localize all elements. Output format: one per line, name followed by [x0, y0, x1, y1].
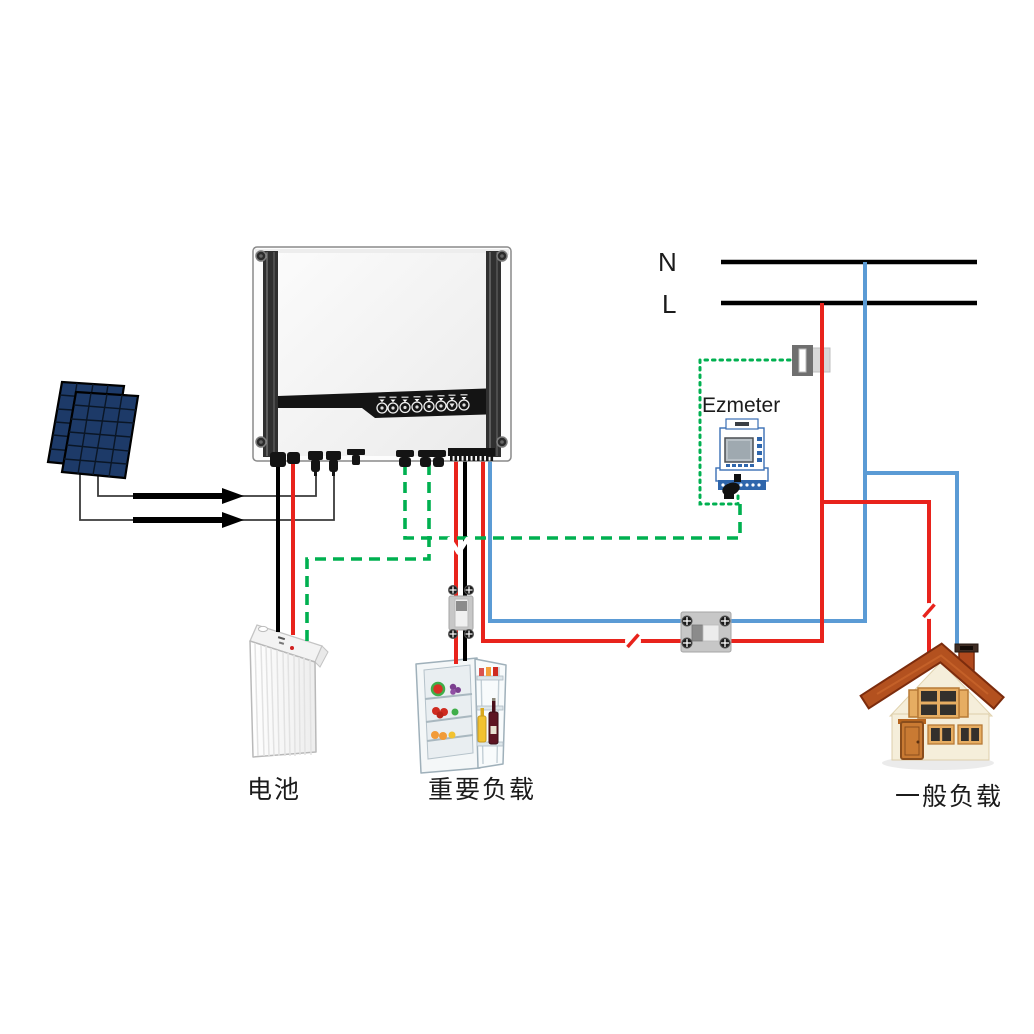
- status-led-row: [376, 394, 470, 414]
- left-mount-rail: [263, 251, 278, 457]
- mc4-connector: [308, 451, 323, 476]
- hybrid-inverter-icon: [252, 246, 512, 476]
- house-l-branch: [822, 500, 931, 658]
- battery-terminal: [287, 452, 300, 464]
- ac-terminal-strip: [448, 448, 495, 461]
- down-arrow-mark: [447, 536, 470, 555]
- status-led: [399, 396, 411, 414]
- grid-l-wire: [481, 303, 931, 658]
- ct-clamp-icon: [792, 345, 831, 376]
- battery-icon: [249, 624, 329, 758]
- solar-panels-icon: [46, 380, 140, 480]
- fridge-food: [430, 681, 461, 740]
- house-roof: [859, 642, 1005, 710]
- meter-comms-wire: [403, 464, 742, 540]
- battery-terminal: [270, 452, 286, 467]
- grid-bus: [721, 259, 977, 306]
- house-icon: [859, 642, 1005, 770]
- status-led: [435, 395, 447, 412]
- status-led: [423, 395, 435, 413]
- ct-plug: [722, 474, 741, 499]
- status-led: [446, 394, 458, 412]
- terminal-screws: [681, 615, 731, 649]
- cable-gland: [418, 450, 446, 467]
- break-mark: [625, 633, 641, 649]
- battery-ridges: [254, 642, 312, 757]
- grid-neutral-label: N: [658, 247, 677, 277]
- meter-label: Ezmeter: [702, 394, 781, 417]
- mc4-connector: [326, 451, 341, 476]
- attic-window: [908, 687, 969, 719]
- break-mark: [921, 603, 937, 619]
- house-n-branch: [865, 471, 959, 646]
- grid-n-wire: [488, 262, 959, 646]
- meter-buttons: [726, 437, 762, 467]
- terminal-screws: [448, 585, 474, 639]
- power-flow-arrow: [133, 488, 244, 504]
- fridge-shelves: [424, 693, 474, 742]
- status-led: [387, 396, 399, 414]
- status-led: [458, 394, 470, 411]
- aux-connector: [347, 449, 365, 465]
- battery-label: 电池: [247, 777, 302, 804]
- breaker-icon: [680, 611, 732, 653]
- house-door: [898, 719, 926, 760]
- fridge-door-items: [477, 667, 499, 745]
- general-load-label: 一般负载: [895, 784, 1004, 811]
- side-window: [957, 724, 983, 745]
- pv-wires: [79, 466, 335, 528]
- right-mount-rail: [486, 251, 501, 457]
- refrigerator-icon: [415, 657, 507, 774]
- critical-load-label: 重要负载: [428, 777, 537, 804]
- power-flow-arrow: [133, 512, 244, 528]
- battery-comms-wire: [305, 464, 431, 641]
- grid-line-label: L: [662, 289, 677, 319]
- cable-gland: [396, 450, 414, 467]
- solar-panel-front: [60, 390, 140, 480]
- status-led: [411, 396, 423, 413]
- corner-screws: [255, 250, 508, 448]
- breaker-icon: [448, 585, 474, 639]
- battery-wires: [276, 455, 295, 635]
- energy-meter-icon: [715, 418, 769, 499]
- side-window: [927, 724, 955, 745]
- wire-break-marks: [447, 536, 937, 649]
- inverter-bottom-connectors: [270, 448, 495, 476]
- ct-signal-wire: [698, 358, 792, 506]
- status-led: [376, 396, 388, 414]
